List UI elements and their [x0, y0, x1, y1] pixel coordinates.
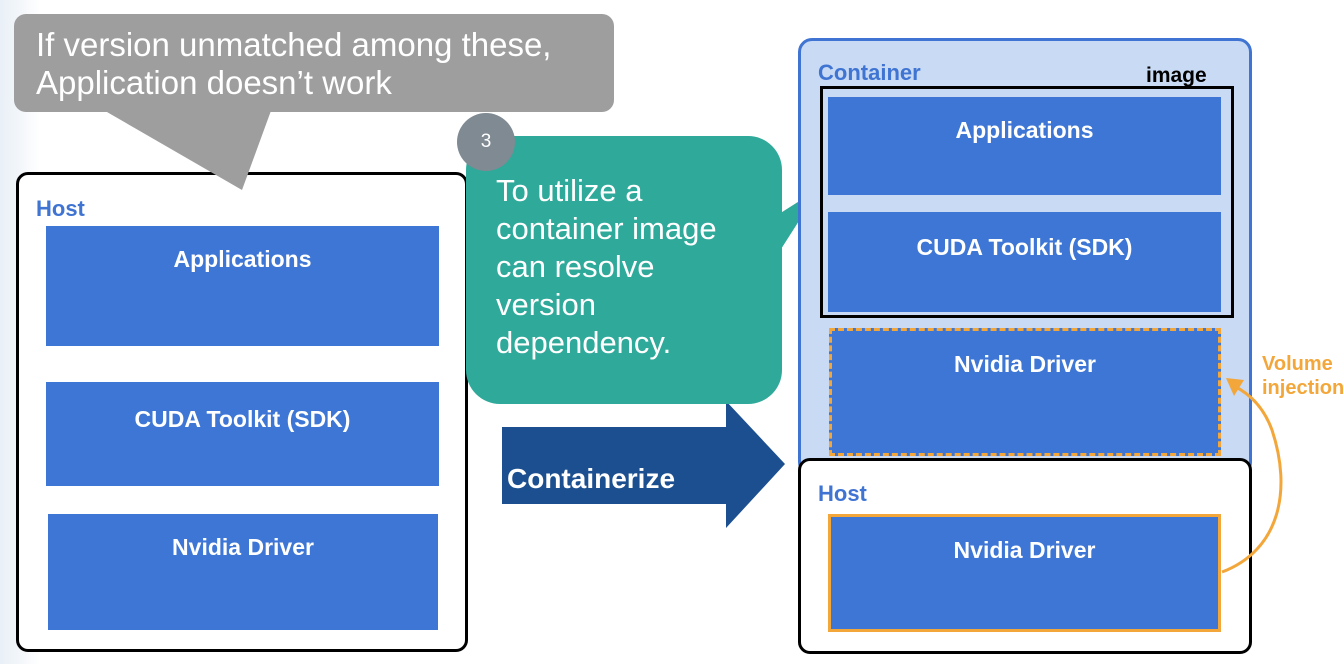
container-cuda-toolkit-block: CUDA Toolkit (SDK)	[828, 212, 1221, 312]
teal-line-2: container image	[496, 211, 717, 246]
teal-line-3: can resolve	[496, 249, 655, 284]
host-left-label: Host	[36, 196, 85, 221]
callout-line-2: Application doesn’t work	[36, 64, 392, 101]
teal-line-1: To utilize a	[496, 173, 643, 208]
image-label: image	[1146, 64, 1207, 87]
host-nvidia-driver-block: Nvidia Driver	[828, 514, 1221, 632]
volume-injection-arrow	[1221, 378, 1283, 574]
teal-line-4: version	[496, 287, 596, 322]
host-cuda-toolkit-block: CUDA Toolkit (SDK)	[46, 382, 439, 486]
volume-injection-arrowhead	[1226, 378, 1244, 396]
container-nvidia-driver-block: Nvidia Driver	[829, 328, 1221, 456]
containerize-arrow	[502, 401, 785, 528]
callout-tail	[100, 108, 272, 190]
image-frame	[820, 86, 1234, 318]
teal-line-5: dependency.	[496, 325, 672, 360]
container-applications-block: Applications	[828, 97, 1221, 195]
volume-label-line-1: Volume	[1262, 353, 1333, 375]
step-number-badge: 3	[457, 113, 515, 171]
container-label: Container	[818, 60, 921, 85]
callout-line-1: If version unmatched among these,	[36, 26, 552, 63]
host-nvidia-driver-block: Nvidia Driver	[48, 514, 438, 630]
containerize-label: Containerize	[507, 463, 676, 494]
host-right-label: Host	[818, 481, 867, 506]
version-warning-callout: If version unmatched among these, Applic…	[14, 14, 614, 112]
host-applications-block: Applications	[46, 226, 439, 346]
teal-explanation-bubble: To utilize a container image can resolve…	[466, 136, 782, 404]
volume-injection-curve	[1221, 384, 1283, 574]
volume-label-line-2: injection	[1262, 377, 1344, 399]
